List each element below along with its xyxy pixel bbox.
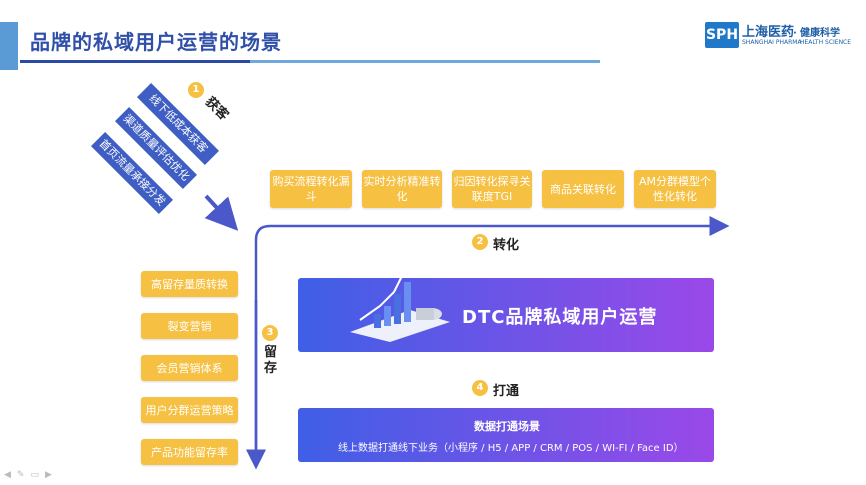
- convert-item-1: 购买流程转化漏斗: [270, 170, 352, 208]
- acquire-arrow: [204, 194, 239, 231]
- stage-convert-number: 2: [472, 234, 488, 250]
- stage-retain-label: 留存: [264, 345, 278, 376]
- retain-item-3: 会员营销体系: [141, 355, 238, 381]
- logo-separator: ·: [793, 28, 797, 39]
- title-underline-dark: [20, 60, 250, 63]
- pen-icon[interactable]: ✎: [16, 470, 31, 480]
- convert-item-5: AM分群模型个性化转化: [634, 170, 716, 208]
- retain-item-2: 裂变营销: [141, 313, 238, 339]
- convert-item-3: 归因转化探寻关联度TGI: [452, 170, 532, 208]
- convert-axis-arrow: [254, 216, 730, 462]
- logo-chinese-name: 上海医药: [742, 25, 795, 40]
- growth-chart-icon: [350, 262, 450, 342]
- slide-controls[interactable]: ◀✎▭▶: [4, 470, 58, 480]
- data-connect-box: [298, 408, 714, 462]
- convert-item-4: 商品关联转化: [542, 170, 624, 208]
- title-accent-bar: [0, 22, 18, 70]
- arrow-right-icon[interactable]: ▶: [44, 470, 58, 480]
- retain-item-1: 高留存量质转换: [141, 271, 238, 297]
- stage-connect-label: 打通: [493, 384, 520, 399]
- data-connect-subtitle: 线上数据打通线下业务（小程序 / H5 / APP / CRM / POS / …: [338, 443, 684, 454]
- retain-item-5: 产品功能留存率: [141, 439, 238, 465]
- convert-item-2: 实时分析精准转化: [362, 170, 442, 208]
- data-connect-title: 数据打通场景: [474, 420, 540, 433]
- logo-chinese-subname: 健康科学: [800, 28, 840, 39]
- logo-english-subname: HEALTH SCIENCE: [800, 39, 852, 46]
- stage-connect-number: 4: [472, 380, 488, 396]
- page-title: 品牌的私域用户运营的场景: [30, 30, 282, 54]
- stage-convert-label: 转化: [493, 238, 520, 253]
- screen-icon[interactable]: ▭: [30, 470, 45, 480]
- logo-english-name: SHANGHAI PHARMA: [742, 39, 802, 46]
- stage-acquire-number: 1: [188, 82, 204, 98]
- sph-logo: SPH: [705, 22, 739, 48]
- retain-item-4: 用户分群运营策略: [141, 397, 238, 423]
- stage-retain-number: 3: [262, 325, 278, 341]
- title-underline-light: [250, 60, 600, 63]
- arrow-left-icon[interactable]: ◀: [4, 470, 17, 480]
- dtc-title: DTC品牌私域用户运营: [462, 307, 658, 328]
